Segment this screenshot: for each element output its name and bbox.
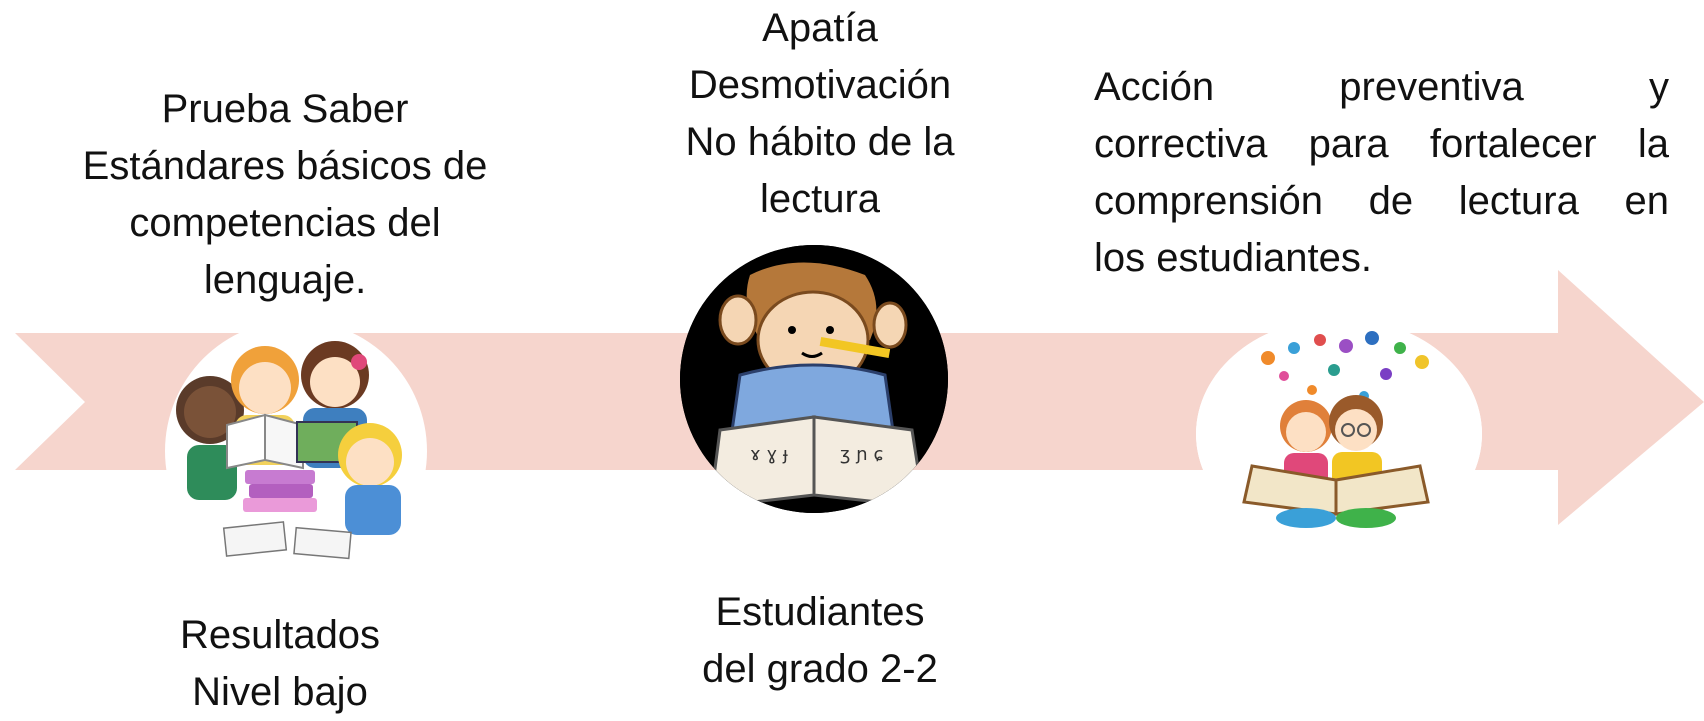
bottom-left-text: Resultados Nivel bajo [80, 607, 480, 721]
top-middle-line-4: lectura [759, 177, 881, 221]
boy-thinking-illustration: ɤ ɣ ɟ ʒ ɲ ɕ [680, 245, 948, 513]
top-right-line-3: comprensión de lectura en [1094, 179, 1669, 223]
top-middle-line-3: No hábito de la [685, 120, 955, 164]
top-middle-line-2: Desmotivación [688, 63, 952, 107]
top-left-text: Prueba Saber Estándares básicos de compe… [40, 81, 530, 309]
top-left-line-1: Prueba Saber [161, 87, 409, 131]
top-right-line-2: correctiva para fortalecer la [1094, 122, 1669, 166]
bottom-left-line-1: Resultados [179, 613, 381, 657]
top-right-line-1: Acción preventiva y [1094, 65, 1669, 109]
kids-reading-book-illustration [1196, 318, 1482, 550]
top-right-line-4: los estudiantes. [1094, 236, 1372, 280]
bottom-middle-line-1: Estudiantes [715, 590, 925, 634]
top-middle-line-1: Apatía [762, 6, 878, 50]
top-middle-text: Apatía Desmotivación No hábito de la lec… [610, 0, 1030, 228]
top-left-line-2: Estándares básicos de [82, 144, 488, 188]
top-left-line-3: competencias del [129, 201, 441, 245]
children-reading-illustration [165, 320, 427, 582]
top-right-text: Acción preventiva y correctiva para fort… [1094, 59, 1669, 287]
svg-text:ʒ ɲ ɕ: ʒ ɲ ɕ [840, 444, 883, 465]
svg-text:ɤ ɣ ɟ: ɤ ɣ ɟ [750, 444, 788, 465]
bottom-middle-text: Estudiantes del grado 2-2 [620, 584, 1020, 698]
top-left-line-4: lenguaje. [203, 258, 367, 302]
bottom-middle-line-2: del grado 2-2 [702, 647, 938, 691]
bottom-left-line-2: Nivel bajo [192, 670, 368, 714]
